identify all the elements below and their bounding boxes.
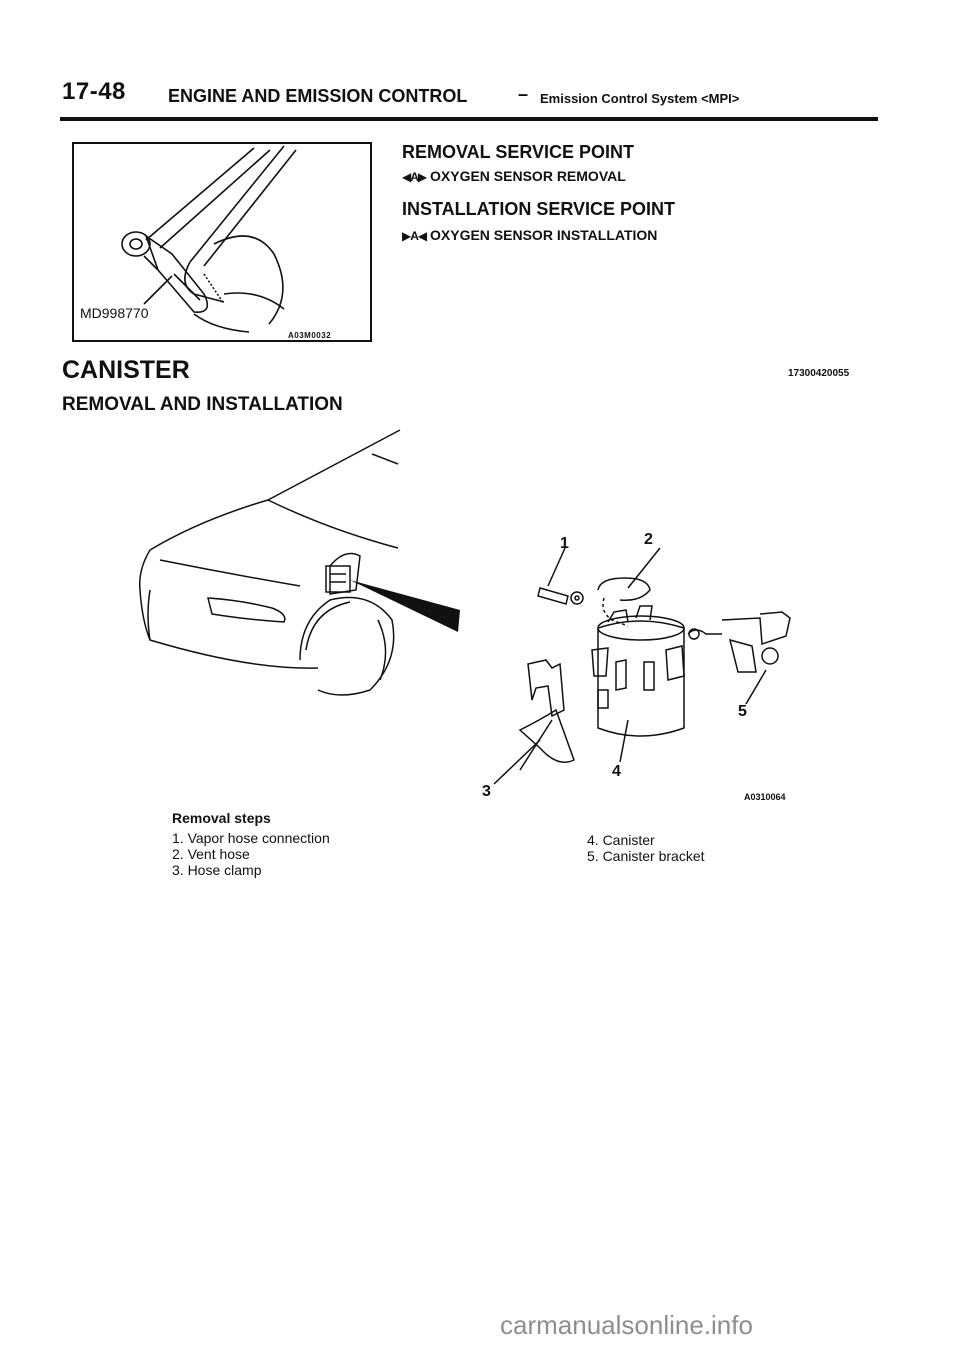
section-subtitle: REMOVAL AND INSTALLATION bbox=[62, 394, 343, 415]
page-number: 17-48 bbox=[62, 78, 126, 105]
removal-steps-heading: Removal steps bbox=[172, 810, 271, 826]
removal-step: 2. Vent hose bbox=[172, 846, 250, 862]
installation-service-heading: INSTALLATION SERVICE POINT bbox=[402, 199, 676, 219]
removal-service-heading: REMOVAL SERVICE POINT bbox=[402, 142, 635, 162]
header-dash: – bbox=[518, 84, 529, 104]
callout-1: 1 bbox=[560, 535, 569, 552]
canister-exploded-drawing bbox=[493, 547, 791, 785]
installation-service-text: OXYGEN SENSOR INSTALLATION bbox=[430, 227, 658, 243]
car-front-drawing bbox=[138, 429, 401, 696]
removal-step: 5. Canister bracket bbox=[587, 848, 705, 864]
callout-5: 5 bbox=[738, 703, 747, 720]
installation-marker-icon: ▶A◀ bbox=[402, 229, 427, 243]
callout-4: 4 bbox=[612, 763, 621, 780]
oxygen-sensor-figure: A03M0032 bbox=[72, 142, 372, 342]
oxygen-sensor-illustration bbox=[121, 145, 297, 333]
removal-service-item: ◀A▶ OXYGEN SENSOR REMOVAL bbox=[402, 168, 626, 184]
installation-service-item: ▶A◀ OXYGEN SENSOR INSTALLATION bbox=[402, 227, 657, 243]
canister-figure-code: A0310064 bbox=[744, 792, 786, 802]
special-tool-label: MD998770 bbox=[80, 305, 149, 321]
header-rule bbox=[60, 117, 878, 121]
callout-3: 3 bbox=[482, 783, 491, 800]
chapter-title: ENGINE AND EMISSION CONTROL bbox=[168, 86, 468, 106]
chapter-subtitle: Emission Control System <MPI> bbox=[540, 91, 740, 106]
watermark: carmanualsonline.info bbox=[500, 1310, 753, 1340]
canister-callouts: 1 2 3 4 5 A0310064 bbox=[482, 531, 786, 802]
removal-marker-icon: ◀A▶ bbox=[402, 170, 427, 184]
section-title: CANISTER bbox=[62, 356, 190, 384]
pointer-arrow bbox=[350, 580, 460, 632]
figure-code: A03M0032 bbox=[288, 331, 332, 340]
removal-step: 4. Canister bbox=[587, 832, 655, 848]
removal-step: 1. Vapor hose connection bbox=[172, 830, 330, 846]
callout-2: 2 bbox=[644, 531, 653, 548]
removal-service-text: OXYGEN SENSOR REMOVAL bbox=[430, 168, 626, 184]
section-code: 17300420055 bbox=[788, 368, 850, 379]
removal-step: 3. Hose clamp bbox=[172, 862, 262, 878]
